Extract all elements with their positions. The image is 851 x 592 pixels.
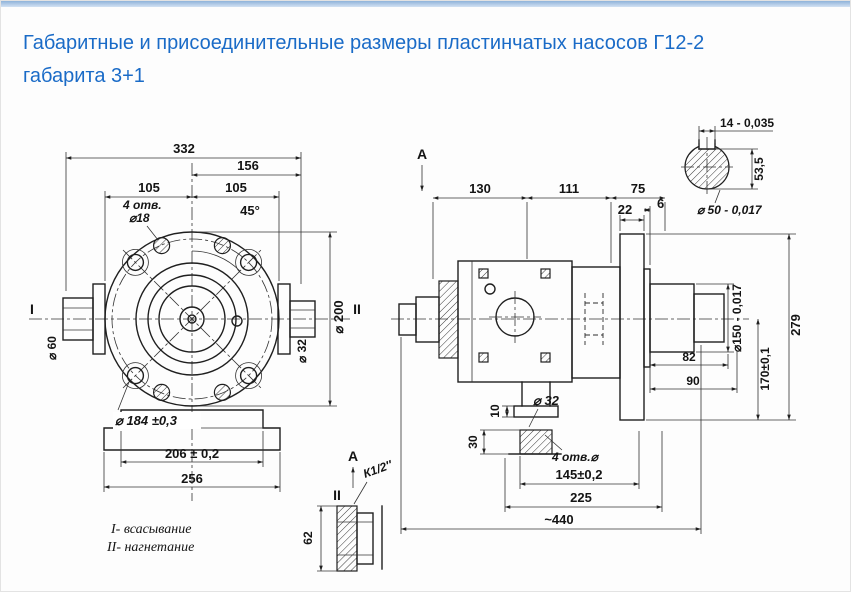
dim-130: 130 (469, 181, 491, 196)
thread-label: К1/2″ (361, 457, 395, 481)
dim-332: 332 (173, 141, 195, 156)
view-a-section-detail: A К1/2″ II 62 (301, 448, 395, 572)
page-title-line2: габарита 3+1 (23, 65, 145, 87)
page-top-border (1, 1, 850, 7)
dim-62: 62 (301, 531, 315, 545)
dim-225: 225 (570, 490, 592, 505)
dim-145: 145±0,2 (556, 467, 603, 482)
dim-dia-150: ⌀150 - 0,017 (730, 284, 744, 352)
dim-279: 279 (788, 314, 803, 336)
view-a-label-top: A (417, 146, 427, 162)
front-view: 332 156 105 105 4 отв. ⌀18 45° ⌀ 200 (29, 141, 361, 555)
dim-82: 82 (682, 350, 696, 364)
dim-90: 90 (686, 374, 700, 388)
dim-45deg: 45° (240, 203, 260, 218)
page-title: Габаритные и присоединительные размеры п… (23, 27, 838, 93)
dim-30: 30 (466, 435, 480, 449)
view-a-label-bottom: A (348, 448, 358, 464)
dim-105-right: 105 (225, 180, 247, 195)
dim-75: 75 (631, 181, 645, 196)
dim-170: 170±0,1 (758, 347, 772, 391)
holes-note-line2: ⌀18 (129, 211, 150, 225)
shaft-end-detail: 14 - 0,035 53,5 ⌀ 50 - 0,017 (681, 116, 774, 217)
dim-53-5: 53,5 (752, 157, 766, 181)
dim-440: ~440 (544, 512, 573, 527)
port-label-I: I (30, 301, 34, 317)
dim-22: 22 (618, 202, 632, 217)
dim-dia-184: ⌀ 184 ±0,3 (115, 413, 178, 428)
holes-note-side: 4 отв.⌀ (551, 450, 600, 464)
page-title-line1: Габаритные и присоединительные размеры п… (23, 32, 705, 54)
dim-111: 111 (559, 181, 579, 196)
dim-dia-50: ⌀ 50 - 0,017 (697, 203, 763, 217)
holes-note-line1: 4 отв. (122, 198, 162, 212)
dim-dia-32-front: ⌀ 32 (295, 339, 309, 363)
side-view: A 130 111 75 22 6 ⌀150 - 0,0 (391, 146, 803, 534)
dim-dia-60: ⌀ 60 (45, 336, 59, 360)
port-ii-label-detail: II (333, 487, 341, 503)
legend-discharge: II- нагнетание (106, 540, 194, 555)
dim-206: 206 ± 0,2 (165, 446, 219, 461)
dim-156: 156 (237, 158, 259, 173)
dim-10: 10 (488, 404, 502, 418)
dim-256: 256 (181, 471, 203, 486)
dim-6: 6 (657, 196, 664, 211)
port-label-II: II (353, 301, 361, 317)
dim-dia-32-side: ⌀ 32 (533, 393, 560, 408)
dim-dia-200: ⌀ 200 (331, 300, 346, 333)
legend-suction: I- всасывание (110, 522, 191, 537)
dim-105-left: 105 (138, 180, 160, 195)
dim-key-14: 14 - 0,035 (720, 116, 774, 130)
